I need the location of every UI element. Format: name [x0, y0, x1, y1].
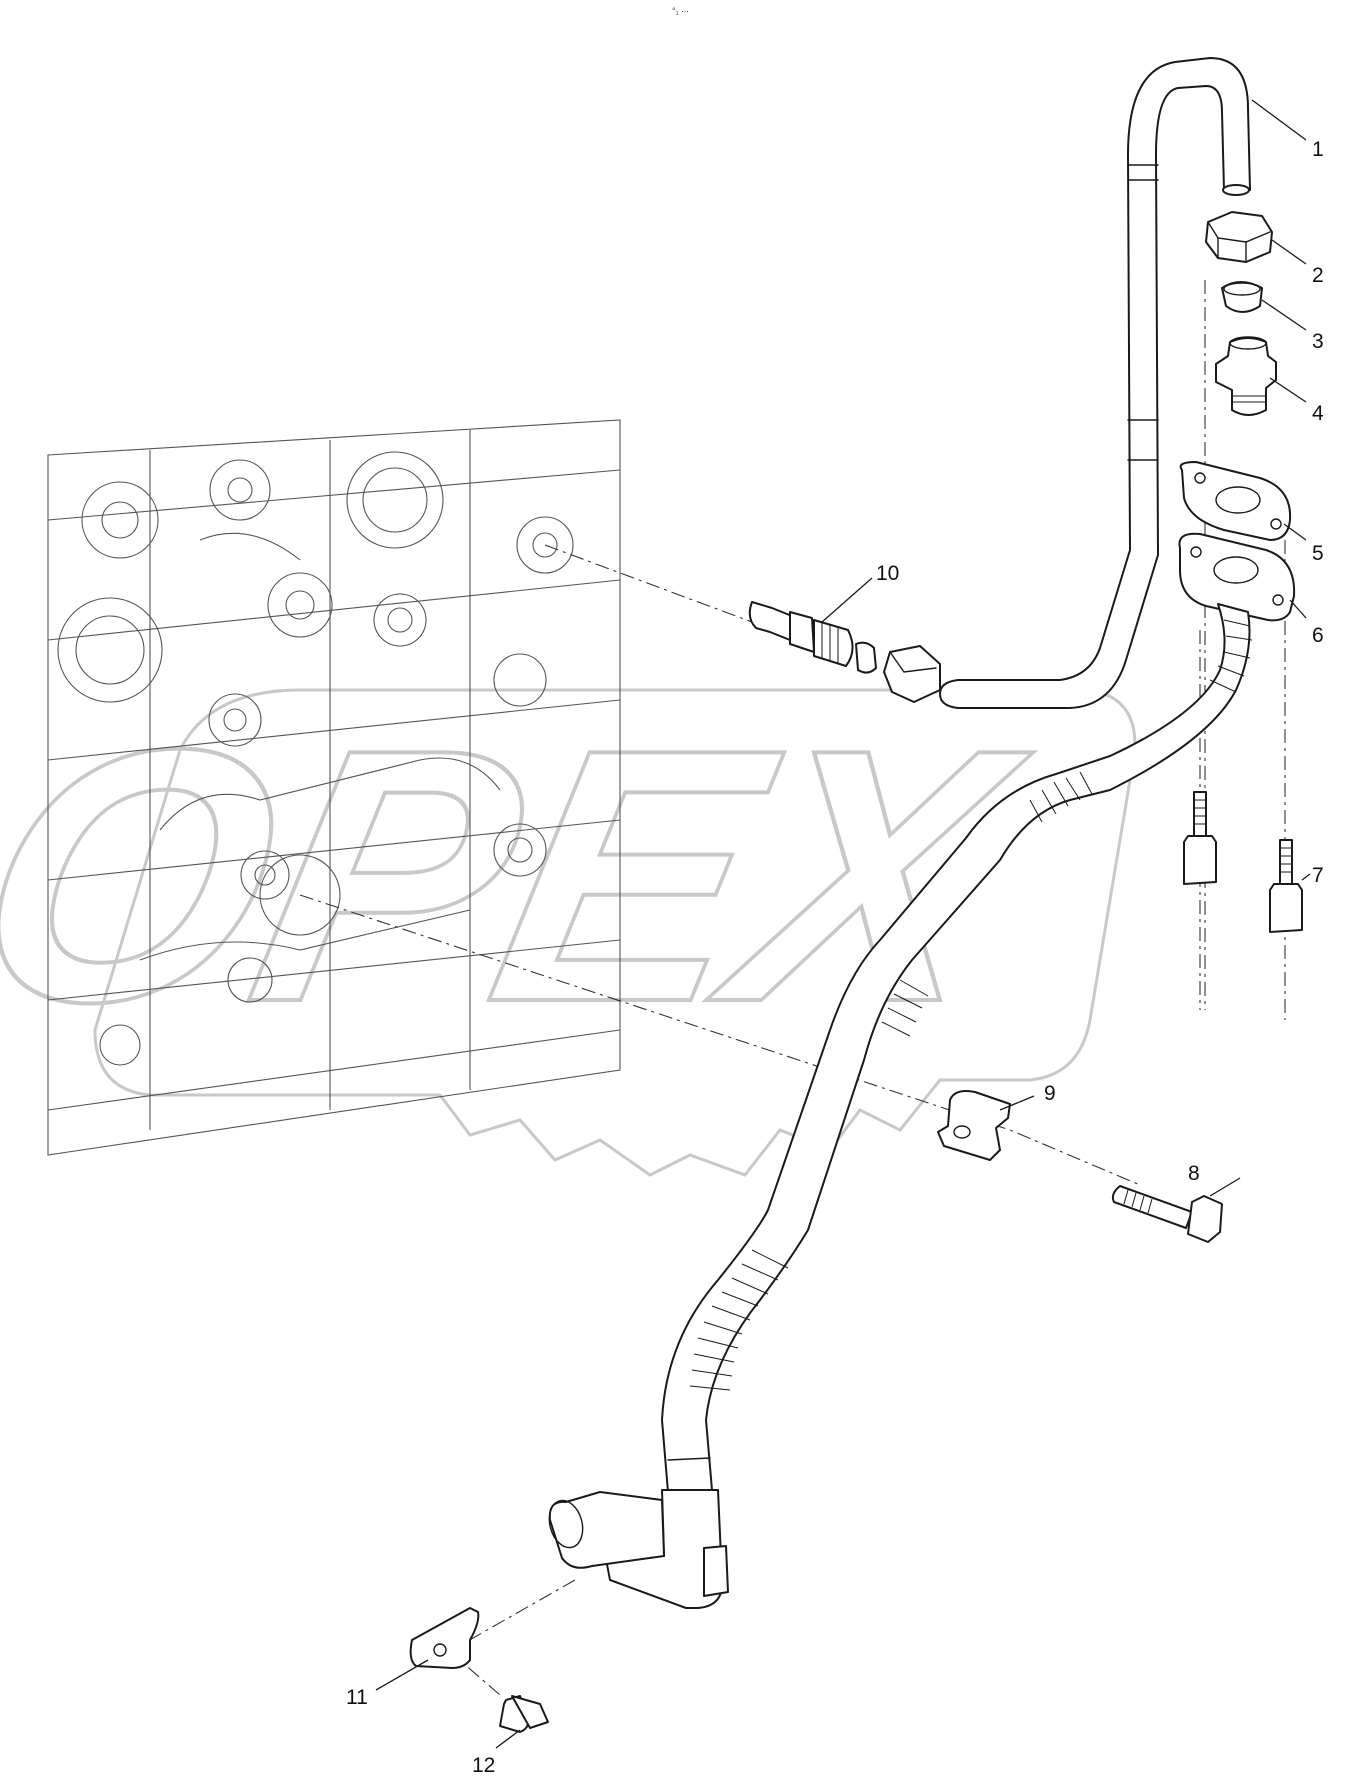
part-8-bolt: [1111, 1185, 1223, 1243]
callout-1: 1: [1312, 138, 1324, 161]
part-2-nut: [1205, 211, 1273, 263]
callout-10: 10: [876, 562, 899, 585]
callout-7: 7: [1312, 864, 1324, 887]
part-10-fitting: [748, 601, 941, 703]
drain-elbow: [548, 1489, 729, 1609]
leader-lines: [375, 99, 1311, 1749]
part-7-stud-right: [1269, 839, 1303, 933]
callout-8: 8: [1188, 1162, 1200, 1185]
callout-9: 9: [1044, 1082, 1056, 1105]
callout-5: 5: [1312, 542, 1324, 565]
part-5-gasket: [1179, 461, 1292, 541]
callout-11: 11: [346, 1686, 368, 1709]
callout-12: 12: [472, 1754, 495, 1777]
header-mark: °₁ ∙∙∙: [672, 6, 689, 16]
part-3-sleeve: [1221, 281, 1263, 313]
part-7-stud-left: [1183, 791, 1217, 885]
callout-6: 6: [1312, 624, 1324, 647]
part-9-clip: [937, 1090, 1011, 1161]
part-1-oil-feed-pipe: [939, 57, 1251, 709]
callout-2: 2: [1312, 264, 1324, 287]
callout-3: 3: [1312, 330, 1324, 353]
part-12-bolt: [499, 1695, 549, 1733]
part-4-adapter: [1215, 336, 1277, 416]
engine-block: [47, 419, 621, 1156]
callout-labels: 1 2 3 4 5 6 7 8 9 10 11 12: [346, 138, 1324, 1777]
callout-4: 4: [1312, 402, 1324, 425]
part-11-bracket: [409, 1607, 480, 1669]
part-6-flange: [1178, 532, 1296, 622]
